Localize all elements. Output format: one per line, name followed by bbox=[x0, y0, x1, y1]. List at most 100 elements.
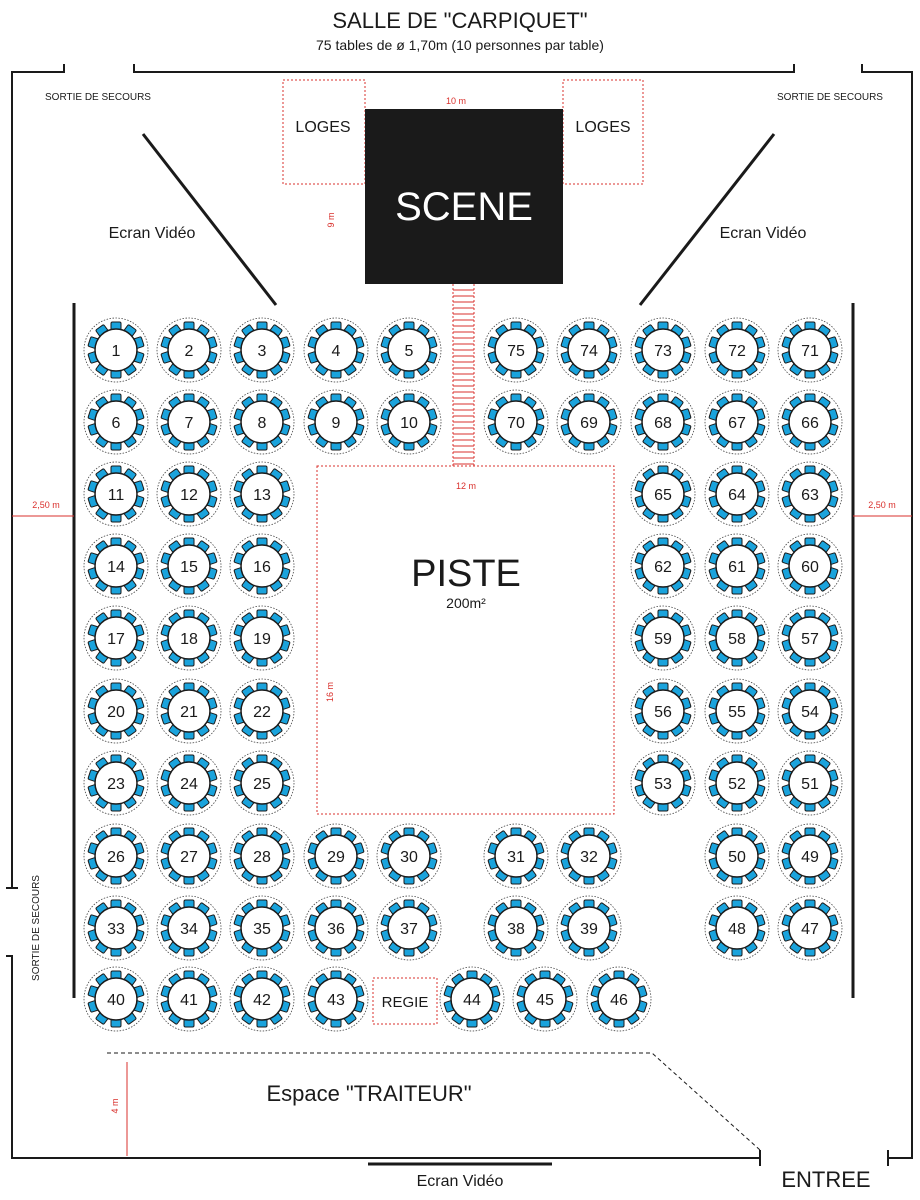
table-69[interactable]: 69 bbox=[556, 389, 622, 455]
table-48[interactable]: 48 bbox=[704, 895, 770, 961]
table-top bbox=[387, 328, 431, 372]
table-24[interactable]: 24 bbox=[156, 750, 222, 816]
table-68[interactable]: 68 bbox=[630, 389, 696, 455]
table-14[interactable]: 14 bbox=[83, 533, 149, 599]
table-35[interactable]: 35 bbox=[229, 895, 295, 961]
table-13[interactable]: 13 bbox=[229, 461, 295, 527]
table-top bbox=[314, 400, 358, 444]
table-clearance bbox=[83, 966, 149, 1032]
table-62[interactable]: 62 bbox=[630, 533, 696, 599]
table-19[interactable]: 19 bbox=[229, 605, 295, 671]
table-clearance bbox=[303, 389, 369, 455]
table-number: 72 bbox=[728, 343, 746, 360]
table-17[interactable]: 17 bbox=[83, 605, 149, 671]
table-73[interactable]: 73 bbox=[630, 317, 696, 383]
table-6[interactable]: 6 bbox=[83, 389, 149, 455]
table-57[interactable]: 57 bbox=[777, 605, 843, 671]
table-37[interactable]: 37 bbox=[376, 895, 442, 961]
table-number: 52 bbox=[728, 776, 746, 793]
table-clearance bbox=[777, 895, 843, 961]
table-11[interactable]: 11 bbox=[83, 461, 149, 527]
table-66[interactable]: 66 bbox=[777, 389, 843, 455]
table-8[interactable]: 8 bbox=[229, 389, 295, 455]
table-30[interactable]: 30 bbox=[376, 823, 442, 889]
table-36[interactable]: 36 bbox=[303, 895, 369, 961]
table-67[interactable]: 67 bbox=[704, 389, 770, 455]
stage-label: SCENE bbox=[395, 185, 533, 229]
table-47[interactable]: 47 bbox=[777, 895, 843, 961]
table-34[interactable]: 34 bbox=[156, 895, 222, 961]
table-75[interactable]: 75 bbox=[483, 317, 549, 383]
table-54[interactable]: 54 bbox=[777, 678, 843, 744]
table-29[interactable]: 29 bbox=[303, 823, 369, 889]
table-32[interactable]: 32 bbox=[556, 823, 622, 889]
table-42[interactable]: 42 bbox=[229, 966, 295, 1032]
table-22[interactable]: 22 bbox=[229, 678, 295, 744]
table-12[interactable]: 12 bbox=[156, 461, 222, 527]
table-65[interactable]: 65 bbox=[630, 461, 696, 527]
table-number: 42 bbox=[253, 992, 271, 1009]
table-number: 47 bbox=[801, 921, 819, 938]
dance-floor-label: PISTE bbox=[411, 553, 521, 595]
table-25[interactable]: 25 bbox=[229, 750, 295, 816]
table-26[interactable]: 26 bbox=[83, 823, 149, 889]
table-5[interactable]: 5 bbox=[376, 317, 442, 383]
table-top bbox=[788, 400, 832, 444]
table-clearance bbox=[229, 533, 295, 599]
table-49[interactable]: 49 bbox=[777, 823, 843, 889]
table-56[interactable]: 56 bbox=[630, 678, 696, 744]
table-28[interactable]: 28 bbox=[229, 823, 295, 889]
table-7[interactable]: 7 bbox=[156, 389, 222, 455]
table-clearance bbox=[556, 389, 622, 455]
table-58[interactable]: 58 bbox=[704, 605, 770, 671]
table-3[interactable]: 3 bbox=[229, 317, 295, 383]
aisle-left-dim: 2,50 m bbox=[32, 500, 60, 510]
table-9[interactable]: 9 bbox=[303, 389, 369, 455]
table-50[interactable]: 50 bbox=[704, 823, 770, 889]
table-52[interactable]: 52 bbox=[704, 750, 770, 816]
table-43[interactable]: 43 bbox=[303, 966, 369, 1032]
table-39[interactable]: 39 bbox=[556, 895, 622, 961]
table-15[interactable]: 15 bbox=[156, 533, 222, 599]
table-71[interactable]: 71 bbox=[777, 317, 843, 383]
table-1[interactable]: 1 bbox=[83, 317, 149, 383]
table-10[interactable]: 10 bbox=[376, 389, 442, 455]
table-46[interactable]: 46 bbox=[586, 966, 652, 1032]
table-63[interactable]: 63 bbox=[777, 461, 843, 527]
table-53[interactable]: 53 bbox=[630, 750, 696, 816]
table-61[interactable]: 61 bbox=[704, 533, 770, 599]
table-clearance bbox=[303, 823, 369, 889]
table-51[interactable]: 51 bbox=[777, 750, 843, 816]
table-64[interactable]: 64 bbox=[704, 461, 770, 527]
table-60[interactable]: 60 bbox=[777, 533, 843, 599]
table-number: 16 bbox=[253, 559, 271, 576]
table-2[interactable]: 2 bbox=[156, 317, 222, 383]
table-59[interactable]: 59 bbox=[630, 605, 696, 671]
table-55[interactable]: 55 bbox=[704, 678, 770, 744]
table-38[interactable]: 38 bbox=[483, 895, 549, 961]
table-clearance bbox=[483, 317, 549, 383]
table-clearance bbox=[630, 678, 696, 744]
table-clearance bbox=[303, 895, 369, 961]
table-23[interactable]: 23 bbox=[83, 750, 149, 816]
table-41[interactable]: 41 bbox=[156, 966, 222, 1032]
table-45[interactable]: 45 bbox=[512, 966, 578, 1032]
table-number: 46 bbox=[610, 992, 628, 1009]
table-74[interactable]: 74 bbox=[556, 317, 622, 383]
table-31[interactable]: 31 bbox=[483, 823, 549, 889]
table-72[interactable]: 72 bbox=[704, 317, 770, 383]
table-18[interactable]: 18 bbox=[156, 605, 222, 671]
table-number: 23 bbox=[107, 776, 125, 793]
table-clearance bbox=[156, 533, 222, 599]
table-27[interactable]: 27 bbox=[156, 823, 222, 889]
table-clearance bbox=[556, 823, 622, 889]
table-70[interactable]: 70 bbox=[483, 389, 549, 455]
table-4[interactable]: 4 bbox=[303, 317, 369, 383]
table-top bbox=[94, 400, 138, 444]
table-20[interactable]: 20 bbox=[83, 678, 149, 744]
table-21[interactable]: 21 bbox=[156, 678, 222, 744]
table-16[interactable]: 16 bbox=[229, 533, 295, 599]
table-33[interactable]: 33 bbox=[83, 895, 149, 961]
table-40[interactable]: 40 bbox=[83, 966, 149, 1032]
table-44[interactable]: 44 bbox=[439, 966, 505, 1032]
